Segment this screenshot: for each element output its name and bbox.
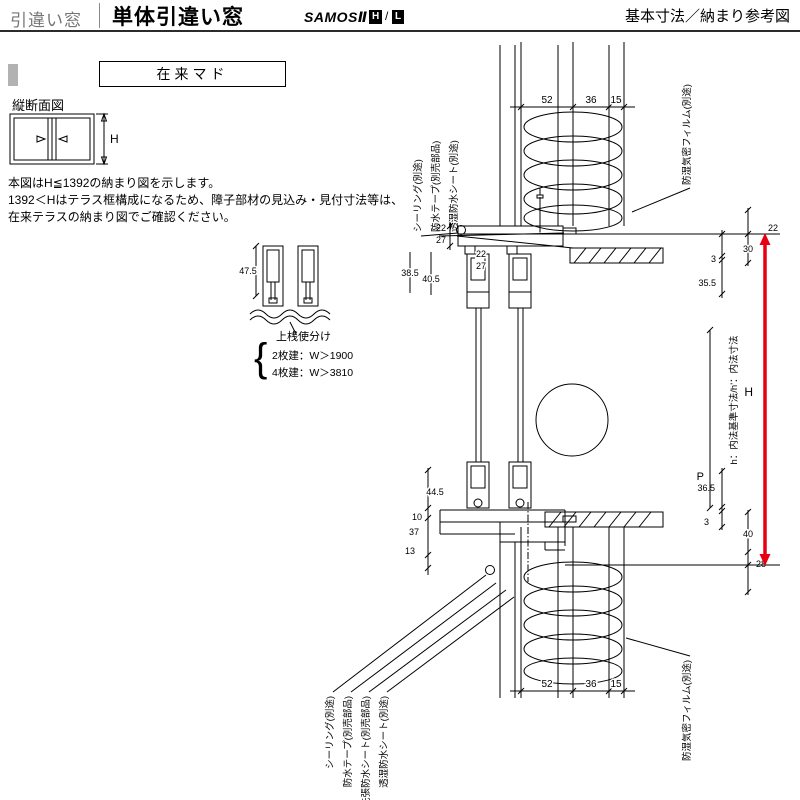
callout-waterproof-tape-bottom: 防水テープ(別売部品) (342, 696, 354, 787)
dim-label: 13 (405, 546, 415, 556)
dim-label: 38.5 (401, 268, 419, 278)
sill-ledge (544, 511, 664, 528)
callouts-top: シーリング(別途) 防水テープ(別売部品) 透湿防水シート(別途) 防湿気密フィ… (412, 84, 693, 249)
callout-vapor-film-bottom: 防湿気密フィルム(別途) (681, 660, 693, 761)
usage-note-row-2: 4枚建：W＞3810 (272, 366, 353, 379)
header-rule (0, 30, 800, 32)
p-label: P (697, 471, 704, 483)
frame-type-box: 在来マド (99, 61, 286, 87)
elevation-h-dim (96, 112, 108, 166)
section-view-label: 縦断面図 (12, 98, 65, 113)
detail-dim-47-5: 47.5 (238, 242, 260, 300)
sealing-bottom (485, 565, 495, 575)
dim-label: 47.5 (239, 266, 257, 276)
dim-label: 22 (436, 223, 446, 233)
dim-label: 3 (711, 254, 716, 264)
slide-arrow-left (57, 135, 68, 143)
sealing-top (456, 225, 466, 235)
sill-frame (439, 502, 577, 582)
top-rail-detail: 47.5 上桟使分け { 2枚建：W＞1900 4枚建：W＞3810 (238, 242, 353, 380)
dim-label: 40.5 (422, 274, 440, 284)
notes: 本図はH≦1392の納まり図を示します。 1392＜Hはテラス框構成になるため、… (8, 175, 403, 226)
dim-label: 22 (476, 249, 486, 259)
inner-dimension-note: h：内法基準寸法/h'：内法寸法 (728, 335, 740, 464)
dim-label: 10 (412, 512, 422, 522)
usage-note: 上桟使分け { 2枚建：W＞1900 4枚建：W＞3810 (254, 329, 353, 380)
callout-breathable-sheet-bottom: 透湿防水シート(別途) (378, 696, 390, 788)
clearance-circle (535, 383, 609, 457)
elevation-h-label: H (110, 132, 119, 146)
head-ledge (569, 247, 664, 264)
dim-label: 37 (409, 527, 419, 537)
dim-label: 52 (541, 679, 553, 690)
callout-sealing-bottom: シーリング(別途) (324, 696, 336, 769)
dim-label: 22 (768, 223, 778, 233)
usage-note-title: 上桟使分け (276, 329, 331, 343)
break-line (249, 309, 331, 335)
insulation-bottom (523, 561, 623, 685)
callout-pre-applied-sheet-bottom: 先張防水シート(別売部品) (360, 696, 372, 800)
dim-left-head: 22 27 22 27 38.5 40.5 (400, 222, 488, 295)
p-dimension: P (697, 326, 714, 512)
series-tag-separator: / (385, 9, 389, 23)
brace: { (254, 336, 267, 380)
height-arrow-head-top (759, 233, 771, 245)
dim-label: 27 (436, 235, 446, 245)
series-name: SAMOSⅡ (304, 9, 368, 25)
header-divider (99, 3, 100, 28)
dim-label: 35.5 (698, 278, 716, 288)
height-dimension: H h：内法基準寸法/h'：内法寸法 (563, 233, 780, 566)
dim-label: 36.5 (697, 483, 715, 493)
note-line-2: 1392＜Hはテラス框構成になるため、障子部材の見込み・見付寸法等は、 (8, 193, 404, 207)
main-section-drawing: 52 36 15 52 36 15 22 27 22 27 38.5 (324, 42, 780, 800)
dim-label: 44.5 (426, 487, 444, 497)
dim-right-bottom: 36.5 3 40 28 (697, 467, 766, 596)
rail-profiles (262, 245, 319, 307)
dim-left-sill: 44.5 10 37 13 (405, 466, 445, 575)
insulation-top (523, 111, 623, 232)
series-tag-l: L (392, 10, 405, 24)
frame-type-label: 在来マド (156, 66, 229, 82)
height-arrow-head-bottom (759, 554, 771, 566)
usage-note-row-1: 2枚建：W＞1900 (272, 349, 353, 362)
elevation-window (9, 113, 95, 165)
callout-sealing-top: シーリング(別途) (412, 159, 424, 232)
wall-section-bottom (499, 527, 625, 698)
callout-vapor-film-top: 防湿気密フィルム(別途) (681, 84, 693, 185)
dim-label: 27 (476, 261, 486, 271)
dim-label: 28 (756, 559, 766, 569)
note-line-3: 在来テラスの納まり図でご確認ください。 (8, 210, 236, 224)
dim-label: 3 (704, 517, 709, 527)
dim-chain-bottom: 52 36 15 (510, 678, 635, 695)
callout-waterproof-tape-top: 防水テープ(別売部品) (430, 141, 442, 232)
dim-label: 15 (610, 679, 622, 690)
sash-sections (466, 253, 532, 509)
window-category-label: 引違い窓 (10, 11, 82, 30)
dim-label: 52 (541, 95, 553, 106)
dim-label: 36 (585, 679, 597, 690)
dim-label: 40 (743, 529, 753, 539)
dim-label: 36 (585, 95, 597, 106)
wall-section-top (499, 42, 625, 226)
h-label: H (744, 385, 753, 399)
series-tag-h: H (369, 10, 383, 24)
elevation-drawing: H (9, 112, 119, 166)
callouts-bottom: シーリング(別途) 防水テープ(別売部品) 先張防水シート(別売部品) 透湿防水… (324, 574, 693, 800)
accent-mark (8, 64, 18, 86)
page-title: 単体引違い窓 (112, 6, 244, 29)
slide-arrow-right (36, 135, 47, 143)
dim-label: 15 (610, 95, 622, 106)
note-line-1: 本図はH≦1392の納まり図を示します。 (8, 176, 221, 190)
callout-breathable-sheet-top: 透湿防水シート(別途) (448, 140, 460, 232)
reference-title: 基本寸法／納まり参考図 (624, 8, 790, 25)
dim-chain-top: 52 36 15 (510, 94, 635, 111)
dim-label: 30 (743, 244, 753, 254)
